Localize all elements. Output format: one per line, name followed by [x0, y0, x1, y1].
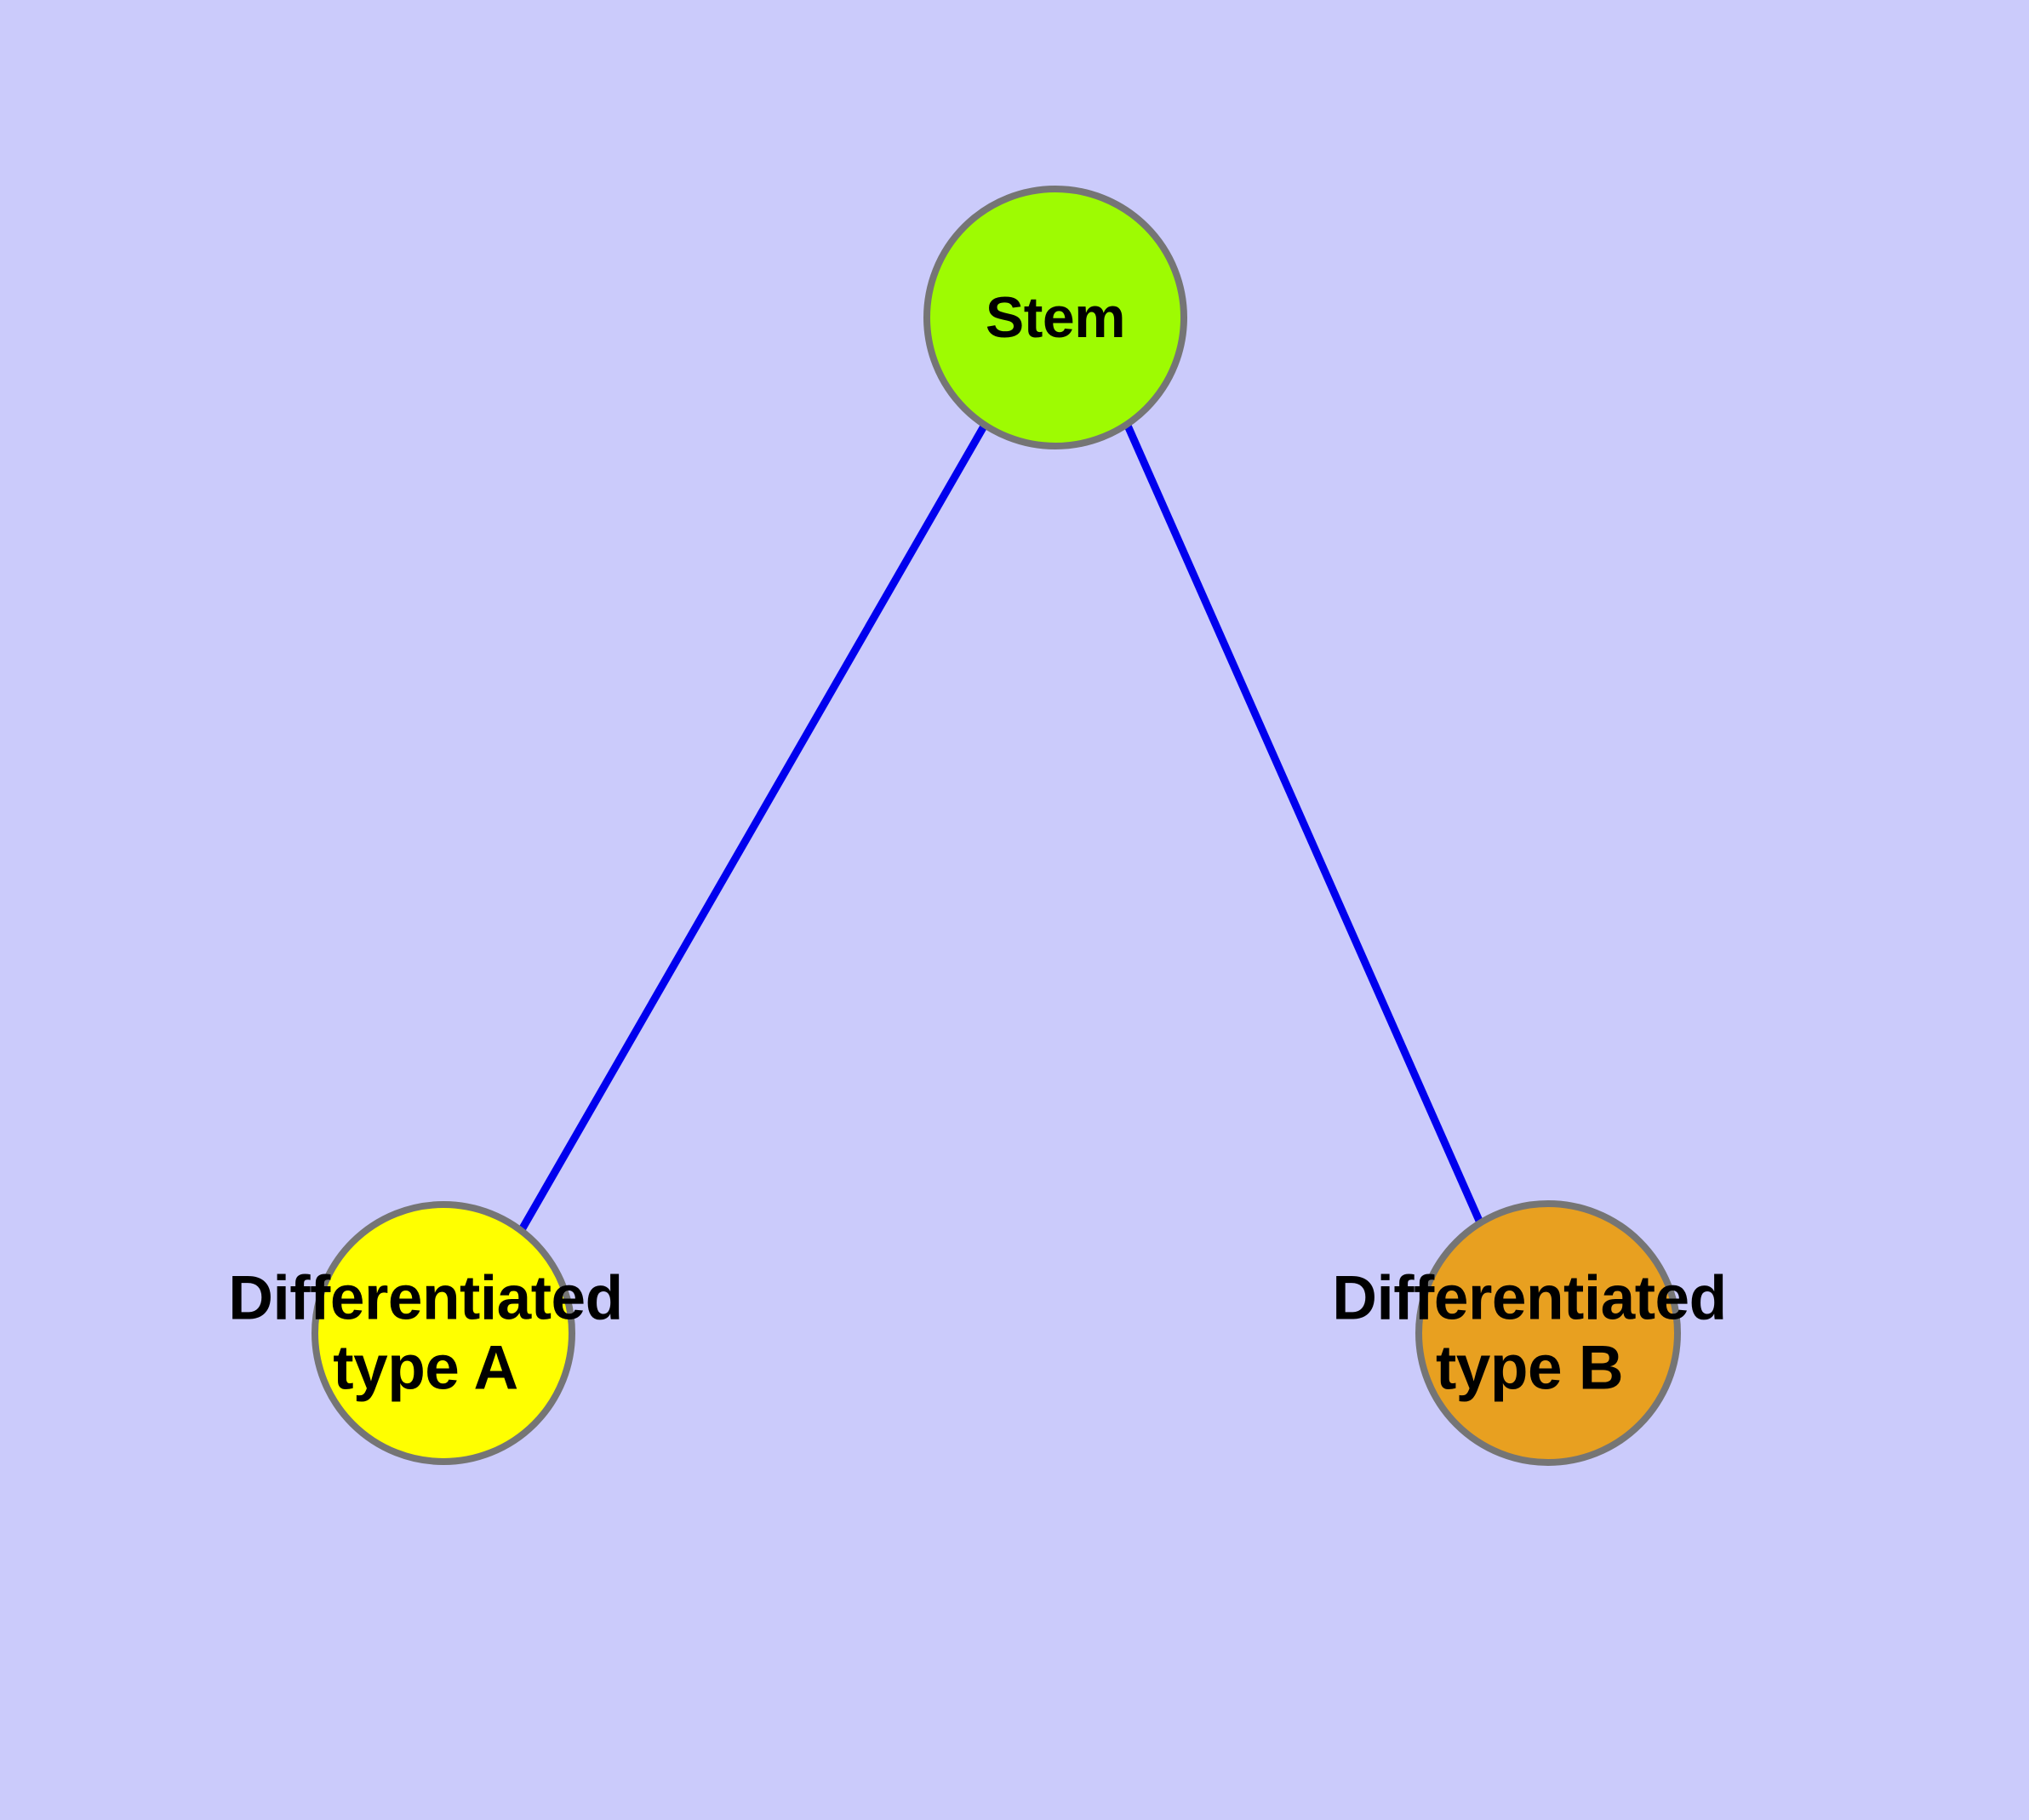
node-differentiated-type-b[interactable]	[1415, 1200, 1681, 1466]
edge-stem-to-differentiated-type-b[interactable]	[1123, 424, 1483, 1222]
node-stem[interactable]	[923, 186, 1187, 449]
edges-layer	[513, 422, 1483, 1241]
node-differentiated-type-a[interactable]	[311, 1201, 575, 1465]
nodes-layer	[311, 186, 1681, 1466]
edge-stem-to-differentiated-type-a[interactable]	[513, 422, 988, 1241]
